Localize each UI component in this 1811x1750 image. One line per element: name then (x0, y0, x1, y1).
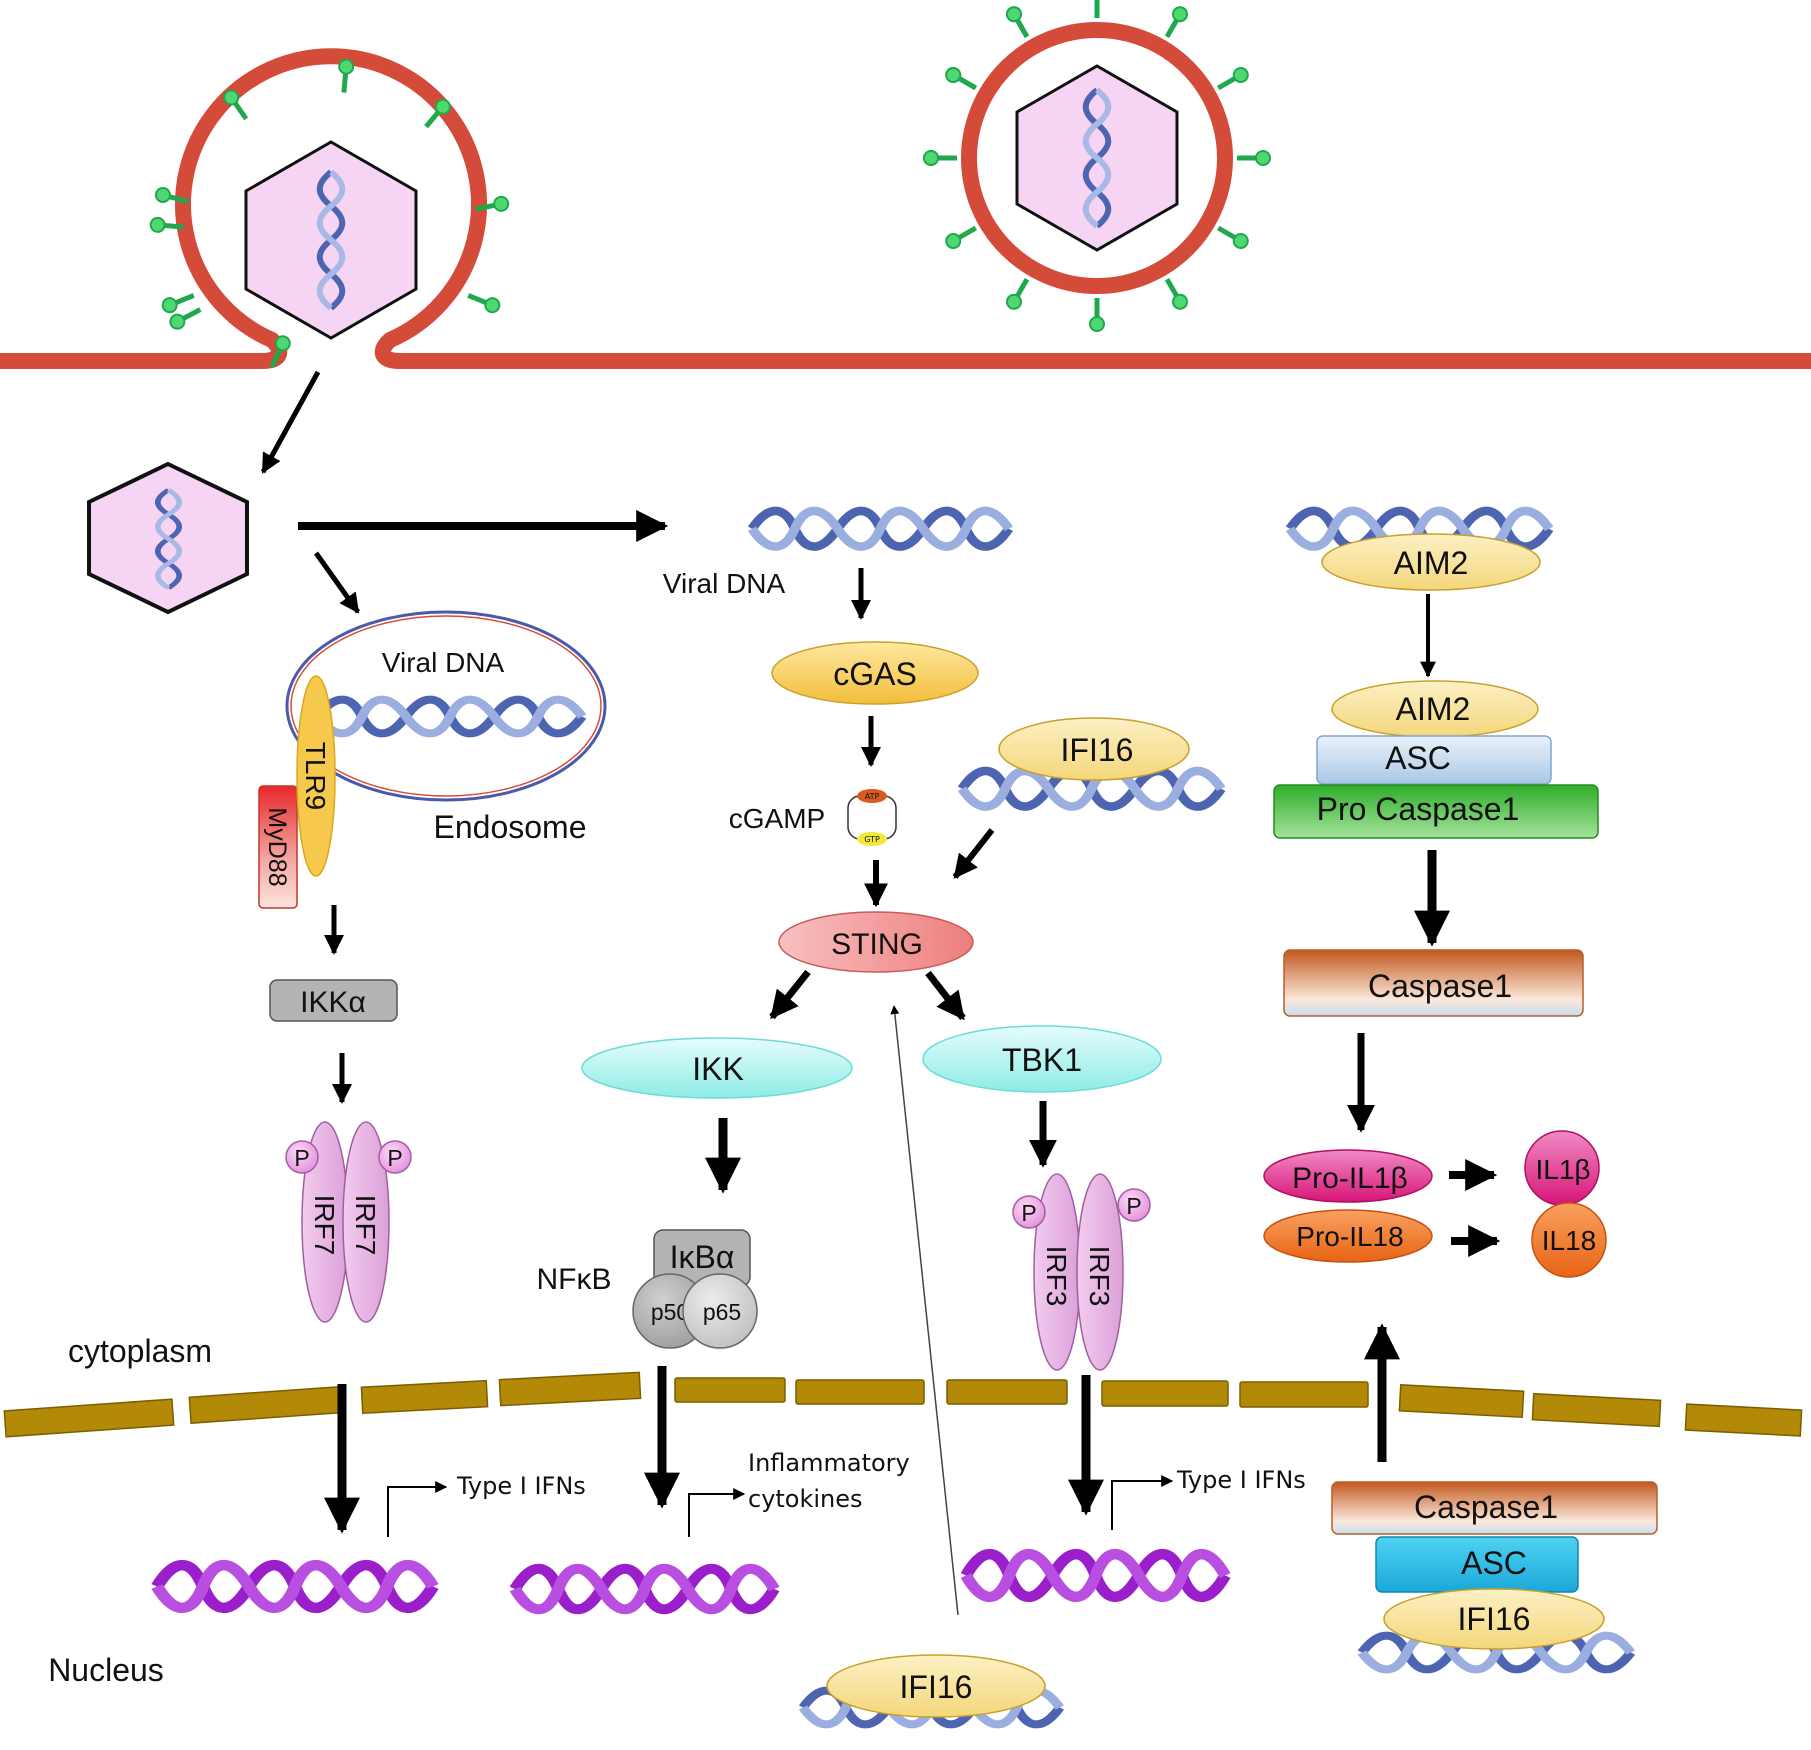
internalized-capsid (87, 461, 249, 615)
host-gene-cytokines (515, 1569, 774, 1610)
irf7-phospho-right: P (387, 1145, 402, 1171)
atp-label: ATP (865, 792, 880, 801)
pro-caspase1-label: Pro Caspase1 (1317, 791, 1520, 827)
cytoplasm-label: cytoplasm (68, 1333, 212, 1369)
aim2-sensor: AIM2 (1321, 533, 1541, 591)
sting-to-tbk1-arrow (925, 970, 966, 1021)
tbk1: TBK1 (922, 1025, 1162, 1093)
host-gene-ifn-1 (157, 1565, 433, 1608)
ifi16-cytosolic: IFI16 (998, 717, 1190, 781)
irf7-phospho-left: P (294, 1145, 309, 1171)
gtp-label: GTP (864, 835, 880, 844)
cytosolic-viral-dna-label: Viral DNA (663, 568, 786, 599)
ifi16-nuclear-sensor: IFI16 (826, 1654, 1046, 1718)
irf3-phospho-left: P (1021, 1200, 1036, 1226)
aim2-inflammasome: AIM2 ASC Pro Caspase1 (1273, 680, 1599, 839)
caspase1: Caspase1 (1283, 949, 1584, 1017)
tbk1-label: TBK1 (1002, 1042, 1082, 1078)
nuclear-envelope (3, 1371, 1803, 1438)
sting-to-ikk-arrow (769, 969, 811, 1020)
nuclear-inflammasome-ifi16-label: IFI16 (1458, 1601, 1531, 1637)
type1-ifn-transcription-irf3: Type I IFNs (1111, 1466, 1306, 1530)
ifi16-nuclear-label: IFI16 (900, 1669, 973, 1705)
pro-il1b-label: Pro-IL1β (1292, 1162, 1408, 1195)
endosome-viral-dna-label: Viral DNA (382, 647, 505, 678)
nuclear-asc-label: ASC (1461, 1545, 1527, 1581)
aim2-label: AIM2 (1396, 691, 1471, 727)
irf3-output-label: Type I IFNs (1176, 1466, 1306, 1494)
sting: STING (778, 911, 974, 973)
ikba-label: IκBα (670, 1239, 735, 1275)
p65-label: p65 (703, 1299, 741, 1325)
il1b: IL1β (1524, 1130, 1600, 1206)
irf7-right-label: IRF7 (350, 1195, 381, 1256)
ikk: IKK (581, 1037, 853, 1099)
free-virion (924, 0, 1270, 331)
il18-label: IL18 (1542, 1225, 1597, 1256)
nucleus-label: Nucleus (48, 1652, 164, 1688)
cytokines-output-line2: cytokines (748, 1485, 863, 1513)
to-endosome-arrow (313, 551, 361, 614)
irf3-left-label: IRF3 (1041, 1246, 1072, 1307)
entry-arrow (260, 370, 321, 474)
irf7-left-label: IRF7 (309, 1195, 340, 1256)
entering-virion (150, 59, 509, 370)
tlr9-label: TLR9 (300, 742, 331, 810)
cytosolic-viral-dna (752, 511, 1009, 547)
cgas-label: cGAS (833, 656, 917, 692)
ifi16-cytosolic-label: IFI16 (1061, 732, 1134, 768)
pro-il1b: Pro-IL1β (1263, 1149, 1433, 1203)
il18: IL18 (1531, 1202, 1607, 1278)
ikka: IKKα (269, 979, 398, 1022)
nfkb-label: NFκB (537, 1263, 612, 1296)
endosomal-viral-dna (318, 700, 582, 734)
irf7-dimer: IRF7 IRF7 P P (285, 1121, 412, 1323)
caspase1-label: Caspase1 (1368, 968, 1512, 1004)
cgas: cGAS (771, 641, 979, 705)
il1b-label: IL1β (1535, 1154, 1590, 1185)
nuclear-ifi16-to-sting-arrow (890, 1005, 959, 1616)
nuclear-inflammasome: Caspase1 ASC IFI16 (1331, 1481, 1658, 1650)
pro-il18-label: Pro-IL18 (1296, 1221, 1403, 1252)
nfkb-complex: IκBα p50 p65 (632, 1229, 758, 1349)
nuclear-caspase1-label: Caspase1 (1414, 1489, 1558, 1525)
cytokines-output-line1: Inflammatory (748, 1449, 910, 1477)
irf7-output-label: Type I IFNs (456, 1472, 586, 1500)
capsid (244, 140, 418, 340)
asc-label: ASC (1385, 740, 1451, 776)
sting-label: STING (831, 928, 923, 961)
ikk-label: IKK (692, 1051, 744, 1087)
endosome-label: Endosome (434, 809, 587, 845)
ifi16-to-sting-arrow (952, 828, 995, 879)
ikka-label: IKKα (300, 986, 366, 1019)
myd88-label: MyD88 (263, 807, 291, 886)
pro-il18: Pro-IL18 (1263, 1209, 1433, 1263)
endosome (285, 610, 607, 802)
cgamp-label: cGAMP (729, 803, 825, 834)
myd88: MyD88 (258, 785, 298, 909)
type1-ifn-transcription-irf7: Type I IFNs (387, 1472, 586, 1537)
irf3-phospho-right: P (1126, 1193, 1141, 1219)
aim2-top-label: AIM2 (1394, 545, 1469, 581)
cgamp-molecule: ATP GTP (847, 789, 897, 846)
capsid (1015, 64, 1179, 252)
inflammatory-cytokine-transcription: Inflammatory cytokines (688, 1449, 910, 1537)
host-gene-ifn-2 (966, 1554, 1225, 1597)
irf3-right-label: IRF3 (1084, 1246, 1115, 1307)
irf3-dimer: IRF3 IRF3 P P (1012, 1173, 1151, 1371)
tlr9: TLR9 (296, 675, 336, 877)
plasma-membrane (0, 48, 1811, 369)
